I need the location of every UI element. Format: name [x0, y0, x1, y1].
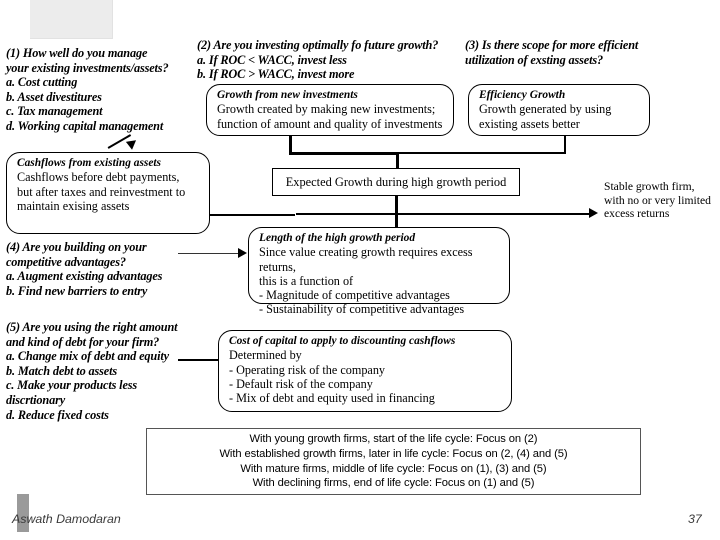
footer-accent-bar: [17, 494, 29, 532]
footer-page-number: 37: [688, 512, 702, 526]
connector-efficiency-horizontal: [398, 152, 566, 154]
box-cost-of-capital: Cost of capital to apply to discounting …: [218, 330, 512, 412]
connector-to-stable-growth: [296, 207, 601, 221]
question-block-4: (4) Are you building on your competitive…: [6, 240, 163, 298]
box-efficiency-body: Growth generated by using existing asset…: [479, 102, 612, 131]
box-efficiency-header: Efficiency Growth: [479, 89, 566, 101]
box-length-body: Since value creating growth requires exc…: [259, 245, 473, 317]
question-block-2: (2) Are you investing optimally fo futur…: [197, 38, 439, 82]
box-cashflows-body: Cashflows before debt payments, but afte…: [17, 170, 186, 213]
box-length-header: Length of the high growth period: [259, 232, 416, 244]
box-lifecycle-summary-text: With young growth firms, start of the li…: [219, 433, 568, 490]
box-cashflows-header: Cashflows from existing assets: [17, 157, 161, 169]
connector-q1-to-cashflows: [107, 134, 142, 152]
box-newinv-header: Growth from new investments: [217, 89, 358, 101]
box-expected-growth: Expected Growth during high growth perio…: [272, 168, 520, 196]
box-expected-growth-label: Expected Growth during high growth perio…: [285, 175, 507, 189]
box-efficiency-growth: Efficiency Growth Growth generated by us…: [468, 84, 650, 136]
connector-cashflows-right: [209, 214, 295, 216]
box-lifecycle-summary: With young growth firms, start of the li…: [146, 428, 641, 495]
box-cost-of-capital-header: Cost of capital to apply to discounting …: [229, 335, 456, 347]
box-newinv-body: Growth created by making new investments…: [217, 102, 443, 131]
connector-newinv-horizontal: [289, 152, 399, 155]
box-length-of-high-growth-period: Length of the high growth period Since v…: [248, 227, 510, 316]
box-cashflows-from-existing-assets: Cashflows from existing assets Cashflows…: [6, 152, 210, 234]
note-stable-growth-firm: Stable growth firm, with no or very limi…: [604, 180, 711, 221]
connector-newinv-vertical: [289, 136, 293, 154]
question-block-3: (3) Is there scope for more efficient ut…: [465, 38, 639, 67]
box-cost-of-capital-body: Determined by - Operating risk of the co…: [229, 348, 435, 406]
question-block-5: (5) Are you using the right amount and k…: [6, 320, 178, 422]
footer-author: Aswath Damodaran: [12, 512, 121, 526]
connector-efficiency-vertical: [564, 136, 566, 154]
connector-q4-to-length: [178, 248, 250, 260]
question-block-1: (1) How well do you manage your existing…: [6, 46, 169, 133]
box-growth-from-new-investments: Growth from new investments Growth creat…: [206, 84, 454, 136]
connector-newinv-into-expected: [396, 152, 400, 169]
top-left-placeholder-box: [30, 0, 113, 39]
